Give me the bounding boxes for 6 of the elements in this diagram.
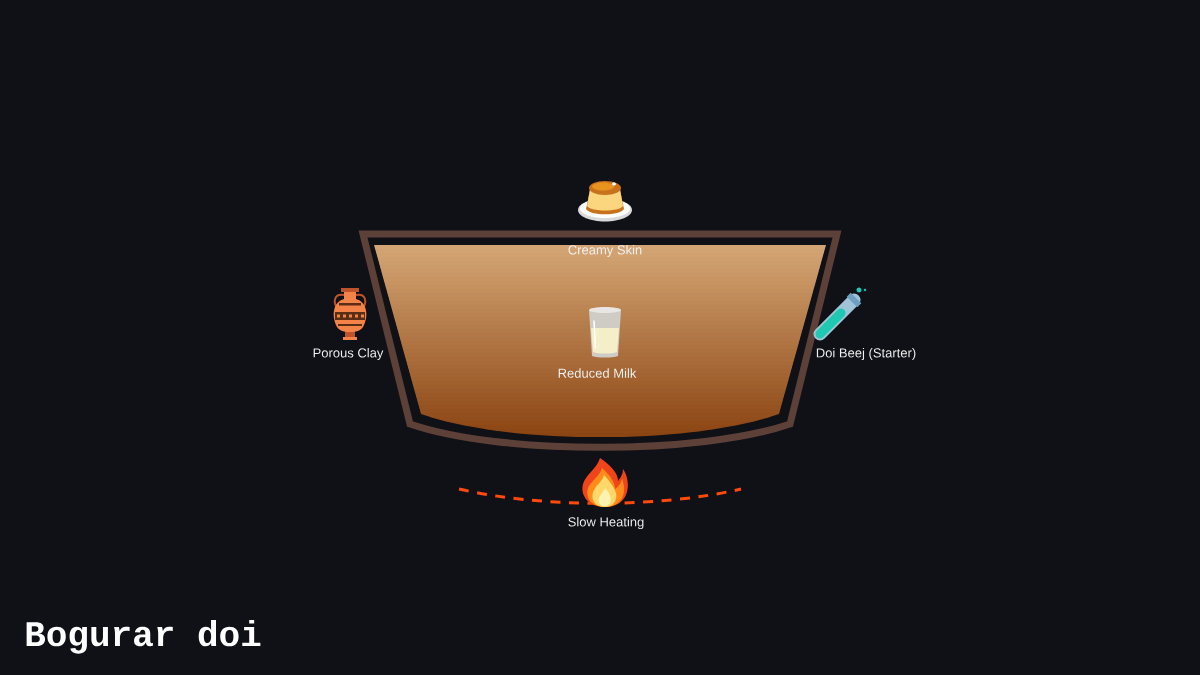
icon-label: Slow Heating — [568, 516, 644, 530]
icon-label: Creamy Skin — [568, 244, 642, 258]
icon-label: Reduced Milk — [558, 368, 637, 378]
icon-label: Porous Clay — [313, 347, 384, 361]
icon-label: Doi Beej (Starter) — [816, 347, 916, 361]
title: Bogurar doi — [26, 619, 261, 654]
